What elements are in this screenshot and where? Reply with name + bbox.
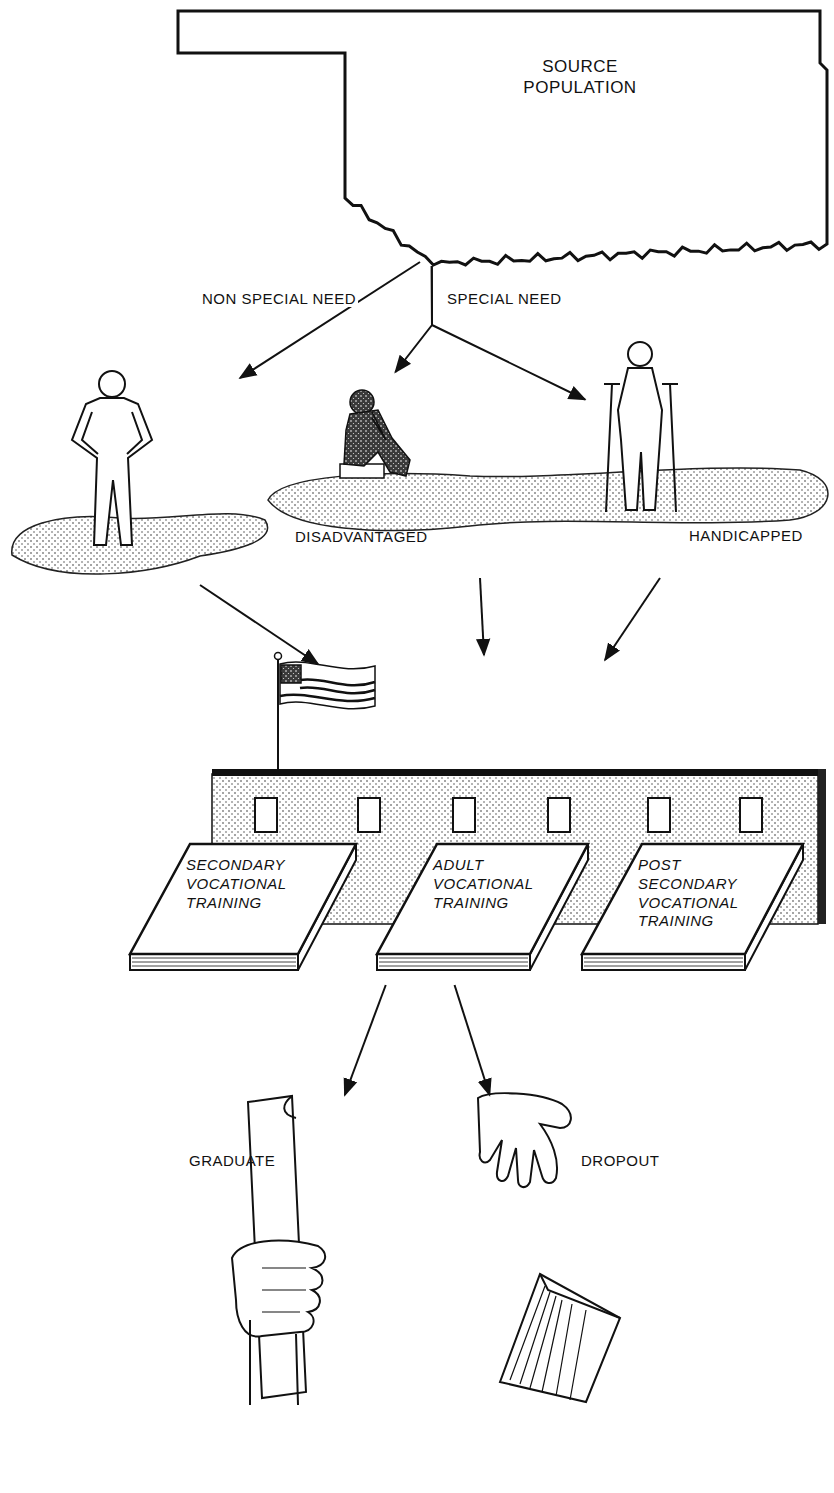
standing-figure (72, 371, 152, 545)
training-book: ADULT VOCATIONAL TRAINING (375, 842, 590, 977)
island (12, 514, 268, 574)
flow-arrow (432, 266, 585, 400)
dropout-hand (478, 1093, 571, 1187)
map-label: SOURCE POPULATION (510, 56, 650, 99)
seated-figure (340, 390, 410, 478)
edge-label: SPECIAL NEED (445, 290, 564, 307)
population-group: HANDICAPPED (585, 335, 833, 550)
branch-label: NON SPECIAL NEED (200, 290, 358, 307)
training-book: POST SECONDARY VOCATIONAL TRAINING (580, 842, 805, 977)
falling-book (500, 1274, 620, 1402)
book-title: SECONDARY VOCATIONAL TRAINING (186, 856, 298, 912)
map-outline (175, 8, 830, 266)
group-label: DROPOUT (581, 1152, 660, 1171)
group-label: DISADVANTAGED (295, 528, 428, 547)
diploma-hand (232, 1096, 325, 1405)
outcome: GRADUATE (185, 1095, 355, 1407)
flow-arrow (200, 585, 318, 664)
group-label: GRADUATE (189, 1152, 275, 1171)
book-title: ADULT VOCATIONAL TRAINING (433, 856, 545, 912)
training-book: SECONDARY VOCATIONAL TRAINING (128, 842, 358, 977)
book-drawing (582, 844, 803, 970)
state-outline (178, 11, 827, 265)
book-drawing (377, 844, 588, 970)
group-label: HANDICAPPED (689, 527, 803, 546)
book-title: POST SECONDARY VOCATIONAL TRAINING (638, 856, 750, 931)
flow-arrow (345, 985, 386, 1095)
flow-arrow (395, 266, 432, 372)
flow-arrow (240, 262, 420, 378)
state-map: SOURCE POPULATION (175, 8, 830, 266)
population-group: DISADVANTAGED (285, 372, 445, 551)
flag (275, 653, 376, 773)
book-drawing (130, 844, 356, 970)
flow-arrow (455, 985, 490, 1095)
flow-arrow (480, 578, 484, 655)
flow-arrow (605, 578, 660, 660)
crutch-figure (604, 342, 678, 512)
outcome: DROPOUT (465, 1095, 670, 1407)
